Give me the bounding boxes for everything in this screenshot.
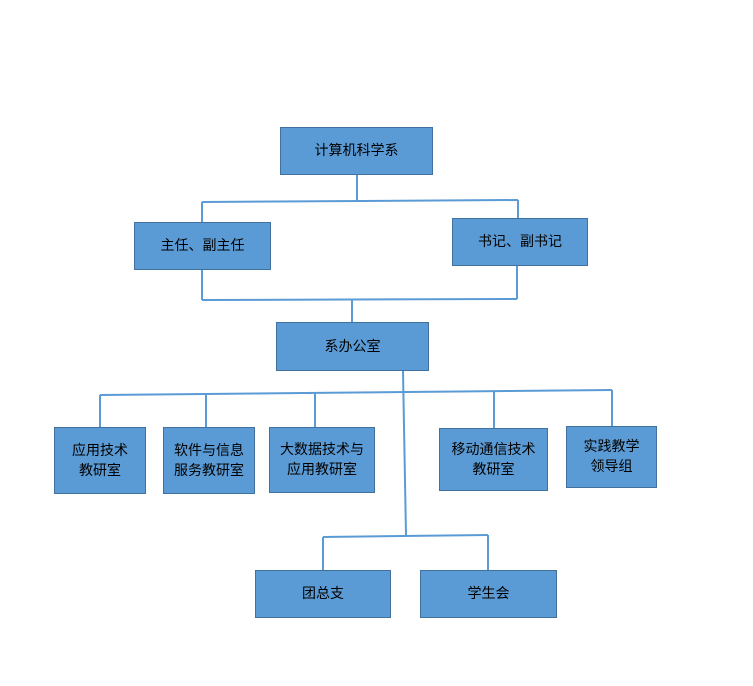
node-secretary: 书记、副书记 <box>452 218 588 266</box>
node-mobile-comm-office: 移动通信技术 教研室 <box>439 428 548 491</box>
node-label-line2: 教研室 <box>472 461 515 478</box>
node-label: 系办公室 <box>324 338 381 355</box>
node-label: 学生会 <box>467 586 510 602</box>
node-practice-teaching-group: 实践教学 领导组 <box>566 426 657 488</box>
node-label-line2: 应用教研室 <box>287 462 357 478</box>
node-label-line1: 大数据技术与 <box>280 442 364 458</box>
node-software-office: 软件与信息 服务教研室 <box>163 427 255 494</box>
node-label-line2: 领导组 <box>590 459 633 475</box>
node-director: 主任、副主任 <box>134 222 271 270</box>
connector-student-bar <box>322 534 489 538</box>
node-label-line1: 实践教学 <box>583 439 640 455</box>
node-label-line2: 服务教研室 <box>174 462 244 479</box>
node-label-line1: 应用技术 <box>72 442 128 459</box>
connector-office-bar <box>201 298 518 301</box>
node-label-line1: 移动通信技术 <box>451 441 536 458</box>
node-label: 团总支 <box>302 586 344 602</box>
node-label-line2: 教研室 <box>79 462 121 479</box>
node-app-tech-office: 应用技术 教研室 <box>54 427 146 494</box>
node-label: 书记、副书记 <box>478 234 562 250</box>
node-bigdata-office: 大数据技术与 应用教研室 <box>269 427 375 493</box>
node-label: 计算机科学系 <box>314 143 399 159</box>
node-student-union: 学生会 <box>420 570 557 618</box>
node-youth-league: 团总支 <box>255 570 391 618</box>
node-dept-office: 系办公室 <box>276 322 429 371</box>
node-computer-science-dept: 计算机科学系 <box>280 127 433 175</box>
connector-office-down <box>402 370 407 536</box>
node-label-line1: 软件与信息 <box>174 442 244 459</box>
node-label: 主任、副主任 <box>160 238 245 254</box>
connector-leadership-bar <box>201 199 519 203</box>
connector-units-bar <box>99 389 613 396</box>
